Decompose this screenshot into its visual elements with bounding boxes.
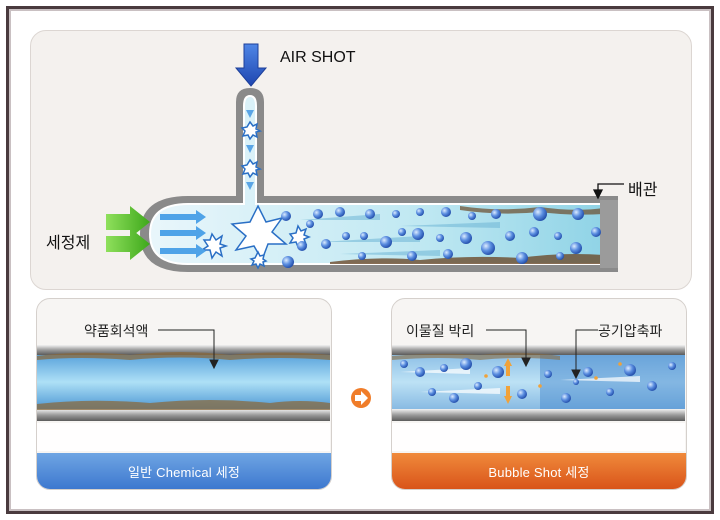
air-shot-arrow-icon [234,43,268,87]
debris-pointer [486,329,531,368]
right-arrow-circle-icon [351,388,371,408]
compression-wave-pointer [571,329,598,380]
bubble-caption: Bubble Shot 세정 [392,453,686,489]
cleaning-agent-label: 세정제 [46,235,91,252]
bubble-shot-tube [392,345,685,451]
debris-removal-label: 이물질 박리 [406,323,475,339]
air-flow-arrows-vertical [246,110,254,190]
air-shot-label: AIR SHOT [280,49,356,66]
bubbles-top [281,207,601,268]
outer-frame [6,6,714,514]
fluid-flow-arrows [160,210,206,258]
pipe-label: 배관 [628,182,658,199]
chemical-solution-label: 약품회석액 [84,323,149,339]
air-compression-wave-label: 공기압축파 [598,323,663,339]
chemical-tube [37,345,330,451]
pipe-pointer [592,183,624,200]
chemical-caption: 일반 Chemical 세정 [37,453,331,489]
chemical-pointer [158,329,219,370]
cleaning-agent-arrows-icon [106,206,150,260]
